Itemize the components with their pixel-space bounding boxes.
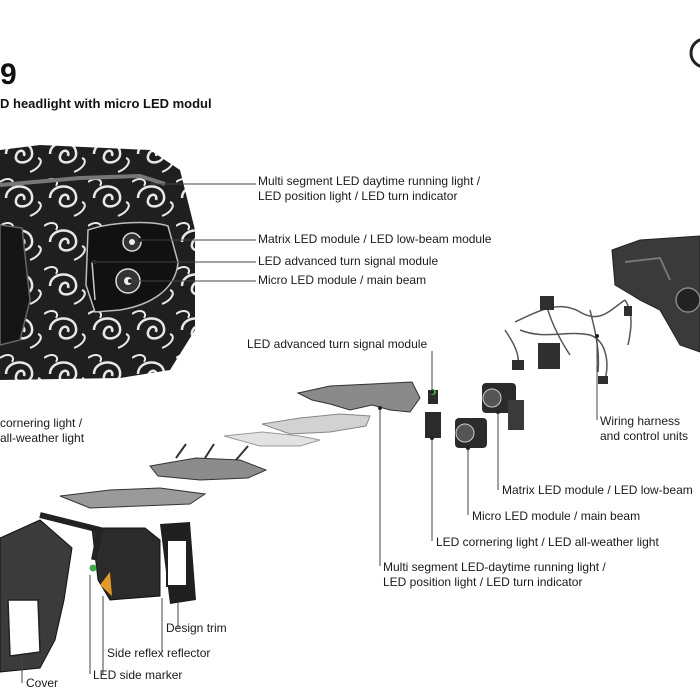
label-side-reflex: Side reflex reflector [107,646,211,660]
label-cornering-left: cornering light / all-weather light [0,416,85,445]
label-cornering-exploded: LED cornering light / LED all-weather li… [436,535,659,549]
headlight-housing [611,235,700,353]
label-design-trim: Design trim [166,621,227,635]
label-micro-exploded: Micro LED module / main beam [472,509,641,523]
label-drl-exploded: Multi segment LED-daytime running light … [383,560,606,589]
side-marker [89,564,97,572]
light-guide-strip-3 [223,431,321,447]
micro-led-module [455,418,487,448]
side-reflex-reflector [91,527,161,601]
label-turn-top: LED advanced turn signal module [258,254,439,268]
page-title: 9 [0,58,18,91]
page-subtitle: D headlight with micro LED modul [0,96,212,111]
control-units [512,296,632,384]
cornering-light-module [425,412,441,438]
brand-rings-icon [689,38,700,68]
leader-dots [92,238,599,450]
label-matrix-exploded: Matrix LED module / LED low-beam [502,483,693,497]
design-trim-frame [160,522,196,604]
label-side-marker: LED side marker [93,668,183,682]
light-guide-strip-2 [261,413,371,435]
light-guide-strip-1 [296,381,421,413]
matrix-led-module [482,383,524,430]
label-turn-mid: LED advanced turn signal module [247,337,428,351]
cover-lens [0,512,104,673]
design-trim-strip [59,487,207,509]
leader-lines [21,183,598,683]
drl-strip [149,443,268,481]
label-drl-top: Multi segment LED daytime running light … [258,174,481,203]
label-cover: Cover [26,676,59,690]
label-matrix-top: Matrix LED module / LED low-beam module [258,232,492,246]
label-wiring: Wiring harness and control units [600,414,689,443]
wiring-harness [504,299,632,381]
label-micro-top: Micro LED module / main beam [258,273,427,287]
